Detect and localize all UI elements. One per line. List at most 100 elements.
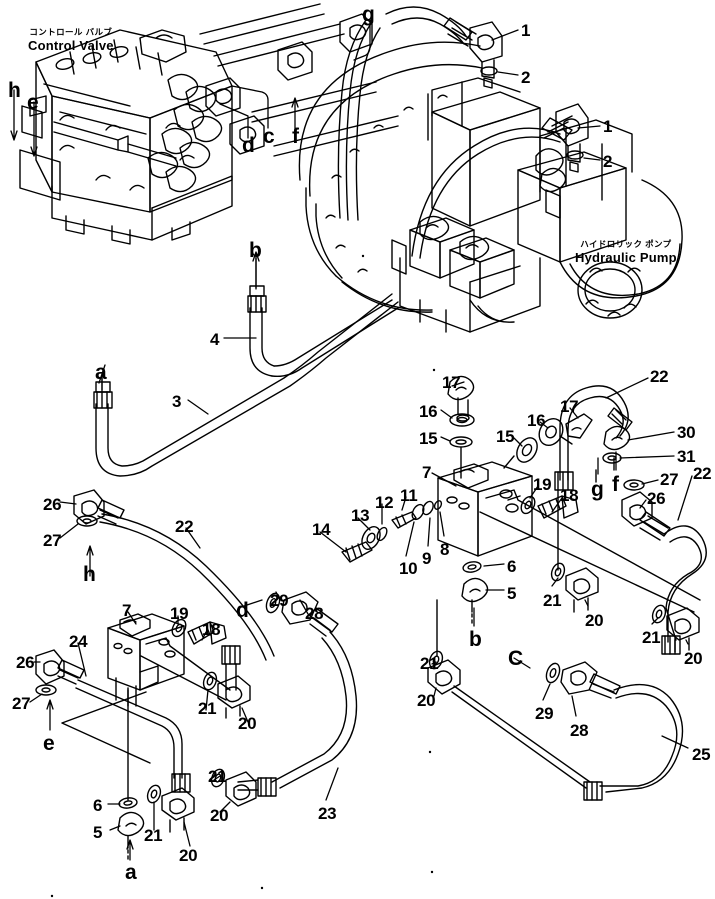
hose-25-assembly — [427, 599, 684, 801]
part-number-callout: 21 — [420, 654, 439, 673]
part-number-callout: 27 — [660, 470, 679, 489]
reference-letter: a — [95, 361, 107, 384]
part-number-callout: 21 — [208, 767, 227, 786]
hydraulic-pump-assembly — [298, 41, 683, 333]
part-number-callout: 10 — [399, 559, 418, 578]
part-number-callout: 8 — [440, 540, 450, 559]
reference-letter: c — [263, 125, 275, 148]
scan-specks — [50, 254, 436, 898]
part-number-callout: 29 — [535, 704, 554, 723]
reference-letter: a — [125, 861, 137, 884]
fitting-20-21-center — [550, 562, 599, 613]
part-number-callout: 20 — [417, 691, 436, 710]
part-number-callout: 7 — [422, 463, 432, 482]
part-number-callout: 31 — [677, 447, 696, 466]
reference-letter: g — [362, 3, 375, 26]
caption-hydraulic-pump: ハイドロリック ポンプ Hydraulic Pump — [575, 238, 677, 265]
reference-letter: f — [612, 473, 619, 496]
hose-22-right-loop — [621, 479, 707, 655]
part-number-callout: 23 — [318, 804, 337, 823]
part-number-callout: 16 — [419, 402, 438, 421]
part-number-callout: 11 — [400, 486, 418, 505]
part-number-callout: 29 — [270, 591, 289, 610]
caption-control-valve: コントロール バルブ Control Valve — [28, 26, 114, 53]
part-number-callout: 17 — [560, 397, 579, 416]
part-number-callout: 22 — [650, 367, 669, 386]
tube-24-assembly — [35, 649, 195, 833]
part-number-callout: 4 — [210, 330, 220, 349]
part-number-callout: 12 — [375, 493, 394, 512]
fastener-group-14-13-12-11 — [341, 500, 443, 563]
part-number-callout: 2 — [521, 68, 531, 87]
fastener-19-18-left — [171, 618, 227, 645]
caption-hydraulic-pump-jp: ハイドロリック ポンプ — [580, 239, 672, 249]
part-number-callout: 26 — [43, 495, 62, 514]
reference-letter: h — [83, 563, 96, 586]
center-valve-block-7 — [437, 461, 701, 613]
part-number-callout: 1 — [521, 21, 531, 40]
reference-letter: e — [43, 732, 55, 755]
leader-lines — [10, 19, 693, 861]
reference-letter: C — [508, 647, 523, 670]
part-number-callout: 25 — [692, 745, 711, 764]
reference-letter: b — [249, 239, 262, 262]
part-number-callout: 14 — [312, 520, 331, 539]
fastener-group-6-5 — [461, 561, 489, 627]
part-number-callout: 3 — [172, 392, 182, 411]
part-number-callout: 18 — [202, 620, 221, 639]
reference-letter: b — [469, 628, 482, 651]
part-number-callout: 7 — [122, 601, 132, 620]
part-number-callout: 1 — [603, 117, 613, 136]
fitting-20-21-right — [651, 604, 700, 653]
part-number-callout: 27 — [43, 531, 62, 550]
reference-letter: f — [292, 125, 299, 148]
part-number-callout: 2 — [603, 152, 613, 171]
part-number-callout: 15 — [496, 427, 515, 446]
caption-control-valve-en: Control Valve — [28, 38, 114, 53]
hose-22-left — [73, 489, 275, 691]
part-number-callout: 26 — [647, 489, 666, 508]
fitting-20-21-leftmid — [202, 671, 251, 719]
part-number-callout: 28 — [305, 604, 324, 623]
part-number-callout: 5 — [93, 823, 103, 842]
part-number-callout: 30 — [677, 423, 696, 442]
part-number-callout: 28 — [570, 721, 589, 740]
part-number-callout: 20 — [238, 714, 257, 733]
part-number-callout: 21 — [543, 591, 562, 610]
part-number-callout: 20 — [585, 611, 604, 630]
part-number-callout: 6 — [507, 557, 517, 576]
part-number-callout: 9 — [422, 549, 432, 568]
reference-letter: g — [591, 478, 604, 501]
reference-letter: d — [236, 599, 249, 622]
reference-letter: e — [27, 91, 39, 114]
part-number-callout: 15 — [419, 429, 438, 448]
hose-23-assembly — [210, 591, 358, 807]
part-number-callout: 24 — [69, 632, 88, 651]
part-number-callout: 20 — [684, 649, 703, 668]
fastener-group-17-16-15-left — [447, 375, 475, 479]
part-number-callout: 20 — [179, 846, 198, 865]
caption-control-valve-jp: コントロール バルブ — [29, 27, 113, 37]
part-number-callout: 27 — [12, 694, 31, 713]
part-number-callout: 21 — [144, 826, 163, 845]
part-number-callout: 16 — [527, 411, 546, 430]
part-number-callout: 21 — [198, 699, 217, 718]
part-number-callout: 17 — [442, 373, 461, 392]
part-number-callout: 13 — [351, 506, 370, 525]
hose-3-and-4 — [93, 285, 399, 477]
part-number-callout: 26 — [16, 653, 35, 672]
fastener-group-19-18 — [520, 495, 579, 519]
reference-letter: d — [242, 134, 255, 157]
part-number-callout: 6 — [93, 796, 103, 815]
part-number-callout: 20 — [210, 806, 229, 825]
part-number-callout: 22 — [693, 464, 712, 483]
part-number-callout: 5 — [507, 584, 517, 603]
part-number-callout: 19 — [533, 475, 552, 494]
hose-assembly-top — [337, 6, 589, 259]
caption-hydraulic-pump-en: Hydraulic Pump — [575, 250, 677, 265]
control-valve-body — [19, 29, 233, 245]
part-number-callout: 21 — [642, 628, 661, 647]
reference-letter: h — [8, 79, 21, 102]
